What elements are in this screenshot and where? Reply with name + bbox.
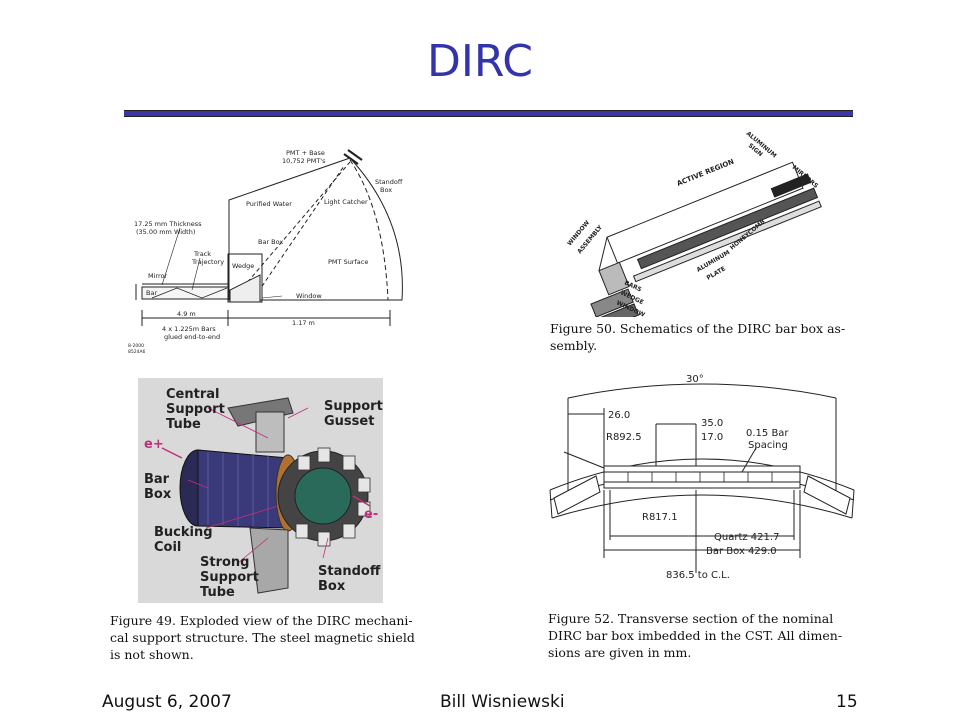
caption-line: Figure 52. Transverse section of the nom… — [548, 611, 834, 626]
bar-spacing-label-1: 0.15 Bar — [746, 428, 789, 439]
thickness-label: 17.25 mm Thickness — [134, 220, 202, 228]
outer-arc — [549, 458, 855, 491]
active-region-label: ACTIVE REGION — [676, 158, 736, 188]
mirror-strip — [770, 173, 812, 198]
radius-8171-label: R817.1 — [642, 512, 678, 523]
aluminum-plate — [632, 200, 822, 283]
bucking-coil-label-2: Coil — [154, 540, 181, 555]
pmt-surface-curve — [349, 159, 389, 301]
strong-support-tube-label-1: Strong — [200, 555, 249, 570]
bar-box-section — [603, 465, 801, 489]
caption-line: sions are given in mm. — [548, 645, 692, 660]
cst-inner-arc — [551, 494, 853, 519]
mirror-label: Mirror — [148, 272, 167, 280]
dim-35-label: 35.0 — [701, 418, 723, 429]
caption-line: sembly. — [550, 338, 598, 353]
caption-line: Figure 50. Schematics of the DIRC bar bo… — [550, 321, 846, 336]
active-region-box — [606, 161, 804, 264]
bar-box-label-2: Box — [144, 487, 172, 502]
footer-date: August 6, 2007 — [102, 692, 232, 712]
support-structure-figure: Central Support Tube Support Gusset Bar … — [138, 378, 383, 603]
figure-49-caption: Figure 49. Exploded view of the DIRC mec… — [110, 612, 430, 663]
strong-support-tube-label-2: Support — [200, 570, 259, 585]
bars-count-label: 4 x 1.225m Bars — [162, 325, 216, 333]
caption-line: cal support structure. The steel magneti… — [110, 630, 415, 645]
angle-label: 30° — [686, 374, 704, 385]
bar-box-dim-label: Bar Box 429.0 — [706, 546, 777, 557]
central-support-tube-label-3: Tube — [166, 417, 201, 432]
bars-block — [587, 303, 640, 317]
dim-26-label: 26.0 — [608, 410, 630, 421]
trajectory-label: Trajectory — [191, 258, 224, 266]
quartz-dim-label: Quartz 421.7 — [714, 532, 779, 543]
ray-1 — [233, 161, 351, 299]
dim-17-label: 17.0 — [701, 432, 723, 443]
window-label: Window — [296, 292, 322, 300]
light-catcher-label: Light Catcher — [324, 198, 368, 206]
purified-water-label: Purified Water — [246, 200, 292, 208]
standoff-label: Standoff — [375, 178, 403, 186]
bars-glued-label: glued end-to-end — [164, 333, 220, 341]
ray-2 — [253, 165, 345, 299]
footer-page-number: 15 — [836, 692, 858, 712]
width-label: (35.00 mm Width) — [136, 228, 195, 236]
angle-arc — [567, 383, 837, 399]
title-divider — [124, 110, 853, 117]
central-support-tube-label-2: Support — [166, 402, 225, 417]
bucking-coil-label-1: Bucking — [154, 525, 213, 540]
bar-box-label: Bar Box — [258, 238, 283, 246]
standoff-box-label: Box — [380, 186, 392, 194]
footer-author: Bill Wisniewski — [440, 692, 565, 712]
central-support-tube-label-1: Central — [166, 387, 219, 402]
center-line-label: 836.5 to C.L. — [666, 570, 730, 581]
slide-title: DIRC — [427, 36, 533, 87]
right-neighbor-box — [803, 475, 851, 515]
wedge-shape — [229, 274, 261, 303]
e-minus-label: e- — [364, 507, 378, 522]
window-assembly-block — [598, 261, 630, 296]
bar-box-label-1: Bar — [144, 472, 170, 487]
caption-line: DIRC bar box imbedded in the CST. All di… — [548, 628, 843, 643]
pmt-count-label: 10,752 PMT's — [282, 157, 326, 165]
honeycomb-strip — [636, 187, 819, 270]
dim-49-label: 4.9 m — [177, 310, 196, 318]
track-label: Track — [193, 250, 211, 258]
figure-code-1: 8-2000 — [128, 343, 144, 349]
dirc-schematic-figure: PMT + Base 10,752 PMT's Standoff Box Lig… — [128, 149, 403, 355]
bar-spacing-label-2: Spacing — [748, 440, 788, 451]
caption-line: Figure 49. Exploded view of the DIRC mec… — [110, 613, 413, 628]
pmt-surface-label: PMT Surface — [328, 258, 368, 266]
figure-code-2: 8524A6 — [128, 349, 146, 355]
transverse-section-figure: 30° 26.0 35.0 R892.5 17.0 0.15 Bar Spaci… — [549, 374, 855, 581]
left-neighbor-box — [553, 475, 601, 515]
strong-support-tube-label-3: Tube — [200, 585, 235, 600]
bar-label: Bar — [146, 289, 157, 297]
dim-117-label: 1.17 m — [292, 319, 315, 327]
figure-52-caption: Figure 52. Transverse section of the nom… — [548, 610, 868, 661]
radius-8925-label: R892.5 — [606, 432, 642, 443]
bar-box-assembly-figure: ALUMINUM SIGN ACTIVE REGION MIRRORS WIND… — [566, 130, 822, 317]
standoff-box-label-1: Standoff — [318, 564, 381, 579]
support-gusset-label-1: Support — [324, 399, 383, 414]
support-gusset-label-2: Gusset — [324, 414, 374, 429]
caption-line: is not shown. — [110, 647, 194, 662]
standoff-box-label-2: Box — [318, 579, 346, 594]
wedge-label: Wedge — [232, 262, 254, 270]
central-support-tube-top — [255, 411, 285, 453]
strong-support-tube — [249, 527, 289, 594]
pmt-base-label: PMT + Base — [286, 149, 325, 157]
e-plus-label: e+ — [144, 437, 164, 452]
figure-50-caption: Figure 50. Schematics of the DIRC bar bo… — [550, 320, 850, 354]
wedge-block — [590, 288, 634, 317]
